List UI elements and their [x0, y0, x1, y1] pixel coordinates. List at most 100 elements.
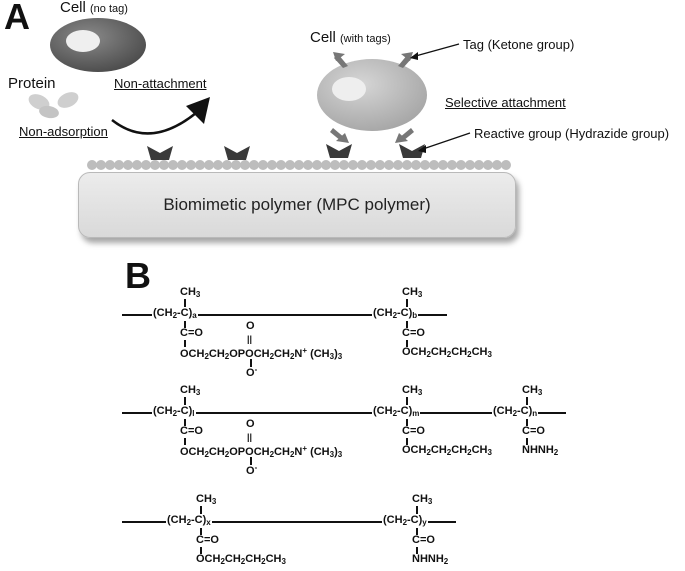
pc-side-chain: OCH2CH2OPOCH2CH2N+ (CH3)3 — [180, 444, 343, 459]
surface-bead — [96, 160, 106, 170]
surface-bead — [159, 160, 169, 170]
non-attachment-label: Non-attachment — [114, 76, 207, 91]
repeat-unit-n: (CH2-C)n — [492, 405, 539, 418]
surface-bead — [285, 160, 295, 170]
with-tags-qualifier: (with tags) — [340, 33, 391, 45]
surface-bead — [465, 160, 475, 170]
surface-bead — [141, 160, 151, 170]
methyl-group: CH3 — [180, 286, 201, 299]
reactive-group-label: Reactive group (Hydrazide group) — [474, 126, 670, 141]
methyl-group: CH3 — [412, 493, 433, 506]
non-adsorption-label: Non-adsorption — [19, 124, 108, 139]
surface-bead — [357, 160, 367, 170]
surface-bead — [132, 160, 142, 170]
cell-word: Cell — [60, 0, 86, 16]
surface-bead — [321, 160, 331, 170]
tagged-cell — [317, 52, 427, 143]
surface-bead — [276, 160, 286, 170]
surface-bead — [402, 160, 412, 170]
surface-bead — [483, 160, 493, 170]
mpc-polymer-substrate: Biomimetic polymer (MPC polymer) — [78, 172, 516, 238]
backbone-chain — [122, 314, 447, 316]
butyl-side-chain: OCH2CH2CH2CH3 — [196, 553, 286, 566]
surface-bead — [114, 160, 124, 170]
surface-brush-layer — [87, 160, 511, 170]
carbonyl: C=O — [180, 327, 203, 339]
surface-bead — [447, 160, 457, 170]
carbonyl: C=O — [180, 425, 203, 437]
carbonyl: C=O — [402, 327, 425, 339]
reactive-groups — [147, 144, 425, 160]
hydrazide-side-chain: NHNH2 — [412, 553, 449, 566]
phosphate-anion: O- — [246, 365, 258, 379]
surface-bead — [150, 160, 160, 170]
backbone-chain — [122, 521, 456, 523]
surface-bead — [267, 160, 277, 170]
cell-word: Cell — [310, 29, 336, 46]
methyl-group: CH3 — [196, 493, 217, 506]
repeat-unit-m: (CH2-C)m — [372, 405, 421, 418]
panel-a-illustration — [28, 18, 511, 170]
surface-bead — [303, 160, 313, 170]
surface-bead — [375, 160, 385, 170]
surface-bead — [429, 160, 439, 170]
surface-bead — [177, 160, 187, 170]
non-attachment-arrow — [111, 97, 210, 135]
repeat-unit-x: (CH2-C)x — [166, 514, 212, 527]
butyl-side-chain: OCH2CH2CH2CH3 — [402, 444, 492, 457]
surface-bead — [366, 160, 376, 170]
tag-label: Tag (Ketone group) — [463, 37, 575, 52]
no-tag-qualifier: (no tag) — [90, 3, 128, 15]
pc-side-chain: OCH2CH2OPOCH2CH2N+ (CH3)3 — [180, 346, 343, 361]
backbone-chain — [122, 412, 566, 414]
carbonyl: C=O — [402, 425, 425, 437]
surface-bead — [438, 160, 448, 170]
surface-bead — [348, 160, 358, 170]
surface-bead — [411, 160, 421, 170]
surface-bead — [204, 160, 214, 170]
panel-b-label: B — [125, 255, 151, 296]
repeat-unit-b: (CH2-C)b — [372, 307, 419, 320]
surface-bead — [339, 160, 349, 170]
repeat-unit-l: (CH2-C)l — [152, 405, 196, 418]
surface-bead — [384, 160, 394, 170]
protein-label: Protein — [8, 75, 56, 92]
repeat-unit-a: (CH2-C)a — [152, 307, 198, 320]
surface-bead — [105, 160, 115, 170]
tagged-cell-label: Cell (with tags) — [310, 29, 391, 46]
surface-bead — [330, 160, 340, 170]
hydrazide-side-chain: NHNH2 — [522, 444, 559, 457]
surface-bead — [168, 160, 178, 170]
protein-blobs — [28, 92, 79, 119]
panel-a-label: A — [4, 0, 30, 37]
surface-bead — [186, 160, 196, 170]
carbonyl: C=O — [196, 534, 219, 546]
surface-bead — [231, 160, 241, 170]
methyl-group: CH3 — [402, 384, 423, 397]
carbonyl: C=O — [412, 534, 435, 546]
surface-bead — [474, 160, 484, 170]
surface-bead — [222, 160, 232, 170]
surface-bead — [294, 160, 304, 170]
untagged-cell-label: Cell (no tag) — [60, 0, 128, 16]
surface-bead — [501, 160, 511, 170]
phosphoryl-oxygen: O — [246, 418, 255, 430]
surface-bead — [258, 160, 268, 170]
annotation-leaders — [411, 43, 471, 151]
surface-bead — [123, 160, 133, 170]
surface-bead — [492, 160, 502, 170]
surface-bead — [213, 160, 223, 170]
carbonyl: C=O — [522, 425, 545, 437]
repeat-unit-y: (CH2-C)y — [382, 514, 428, 527]
surface-bead — [312, 160, 322, 170]
surface-bead — [456, 160, 466, 170]
surface-bead — [87, 160, 97, 170]
methyl-group: CH3 — [402, 286, 423, 299]
phosphoryl-oxygen: O — [246, 320, 255, 332]
methyl-group: CH3 — [180, 384, 201, 397]
butyl-side-chain: OCH2CH2CH2CH3 — [402, 346, 492, 359]
surface-bead — [249, 160, 259, 170]
surface-bead — [195, 160, 205, 170]
selective-attachment-label: Selective attachment — [445, 95, 566, 110]
untagged-cell — [50, 18, 146, 72]
